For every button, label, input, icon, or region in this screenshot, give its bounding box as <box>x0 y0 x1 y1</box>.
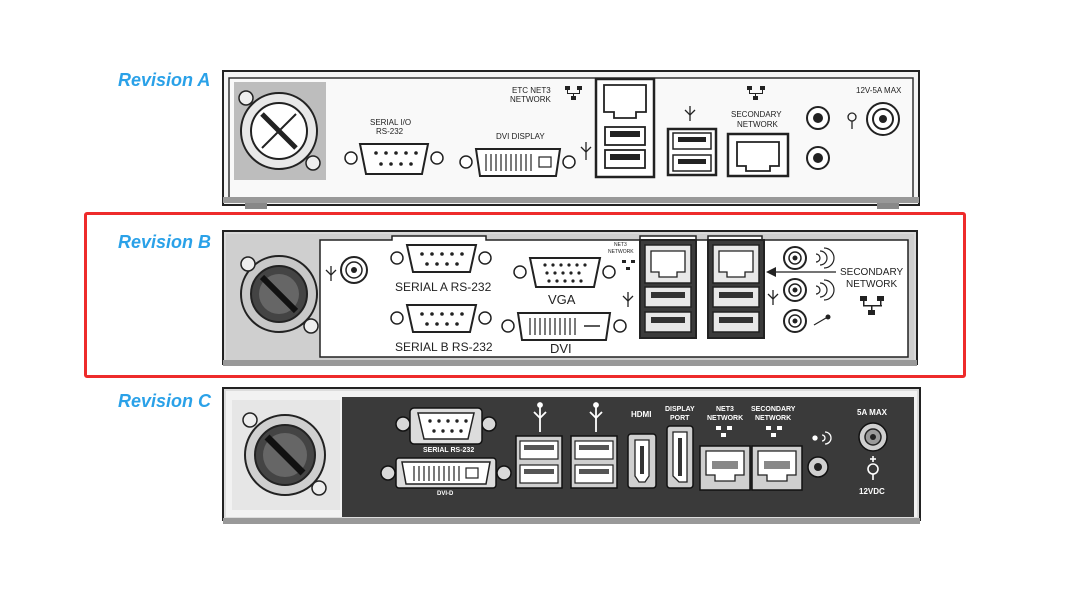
hdmi-port <box>627 433 657 489</box>
usb-icon <box>684 106 696 121</box>
serial-a-label: SERIAL A RS-232 <box>395 280 492 294</box>
secondary-label-a: SECONDARY <box>731 110 782 119</box>
revision-a-panel: SERIAL I/O RS-232 DVI DISPLAY ETC NET3 N… <box>0 0 1084 215</box>
secondary-network-label-b: NETWORK <box>846 279 898 290</box>
serial-a-port <box>390 244 492 273</box>
secondary-label-b: SECONDARY <box>840 267 904 278</box>
port-block-2 <box>707 239 765 339</box>
net3-network-label-c: NETWORK <box>707 415 744 422</box>
power-icon <box>847 102 900 136</box>
audio-icon <box>806 106 830 170</box>
secondary-network-label-c: NETWORK <box>755 415 792 422</box>
etc-net3-label: ETC NET3 <box>512 86 551 95</box>
serial-port-a <box>344 143 444 175</box>
usb-block-c1 <box>515 435 563 489</box>
revision-a-label: Revision A <box>118 70 211 90</box>
net3-label-c: NET3 <box>716 406 734 413</box>
network-icon <box>565 86 582 100</box>
net3-rj45-c <box>699 445 751 491</box>
port-block-1 <box>639 239 697 339</box>
power-label-a: 12V-5A MAX <box>856 86 902 95</box>
network-icon <box>747 86 765 100</box>
secondary-rj45-a <box>726 132 790 178</box>
secondary-network-label-a: NETWORK <box>737 120 778 129</box>
usb-block-c2 <box>570 435 618 489</box>
dvi-d-label: DVI-D <box>437 491 454 497</box>
coax-connector <box>340 256 368 284</box>
secondary-rj45-c <box>751 445 803 491</box>
revision-b-label: Revision B <box>118 232 212 252</box>
audio-icon <box>783 246 835 333</box>
dvi-display-label: DVI DISPLAY <box>496 132 545 141</box>
secondary-label-c: SECONDARY <box>751 406 796 413</box>
fan-icon <box>234 82 326 180</box>
usb-icon <box>533 402 547 432</box>
net3-usb-block-a <box>594 77 656 179</box>
serial-b-port <box>390 304 492 333</box>
fan-icon <box>240 255 319 334</box>
serial-b-label: SERIAL B RS-232 <box>395 340 493 354</box>
fan-icon <box>232 400 340 510</box>
serial-io-label: SERIAL I/O <box>370 118 412 127</box>
max-label-c: 5A MAX <box>857 408 887 417</box>
highlight-box <box>84 212 966 378</box>
revision-b-panel: SERIAL A RS-232 SERIAL B RS-232 VGA DVI … <box>222 230 918 366</box>
usb-icon <box>622 292 634 307</box>
hdmi-label: HDMI <box>631 410 652 419</box>
net3-label-b: NET3 <box>614 242 627 248</box>
revision-c-label: Revision C <box>118 391 212 411</box>
displayport-port <box>666 425 694 489</box>
power-icon <box>858 422 888 480</box>
usb-icon <box>580 142 592 160</box>
port-label: PORT <box>670 415 690 422</box>
usb-icon <box>325 266 337 281</box>
usb-icon <box>589 402 603 432</box>
net3-network-label-b: NETWORK <box>608 249 634 255</box>
volt-label-c: 12VDC <box>859 487 885 496</box>
display-label: DISPLAY <box>665 406 695 413</box>
dvi-port-b <box>501 312 627 341</box>
serial-label-c: SERIAL RS-232 <box>423 447 475 454</box>
network-icon <box>716 426 782 437</box>
vga-label: VGA <box>548 292 576 307</box>
audio-icon <box>807 431 832 478</box>
secondary-arrow <box>766 267 836 277</box>
network-icon <box>622 260 635 270</box>
network-icon <box>860 296 884 315</box>
rs232-label: RS-232 <box>376 127 404 136</box>
dvi-label-b: DVI <box>550 341 572 356</box>
usb-block-a <box>666 106 718 177</box>
etc-network-label: NETWORK <box>510 95 551 104</box>
serial-port-c <box>395 407 497 445</box>
dvi-port-a <box>459 148 576 177</box>
vga-port <box>513 257 616 288</box>
dvi-port-c <box>380 457 512 489</box>
usb-icon <box>767 290 779 305</box>
